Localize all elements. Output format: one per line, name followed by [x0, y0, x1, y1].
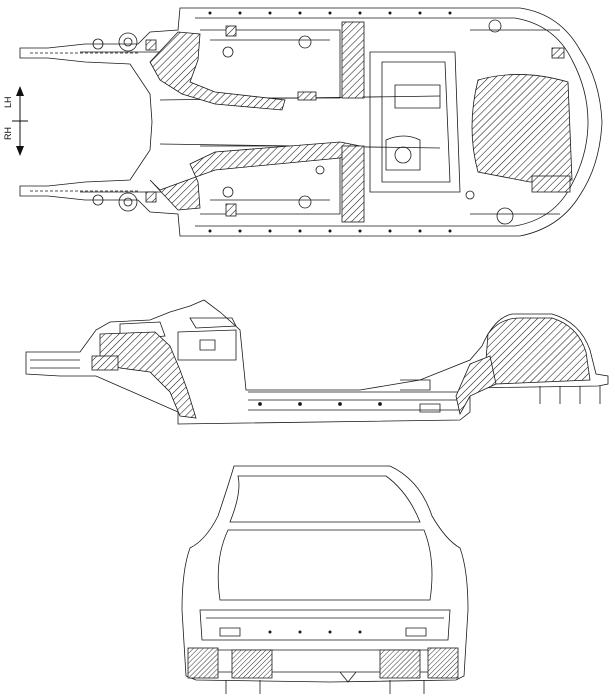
- direction-indicator: LH RH: [3, 86, 28, 156]
- rear-bolt-holes: [268, 630, 362, 634]
- side-view: [25, 299, 609, 425]
- rh-label: RH: [3, 127, 13, 140]
- lh-label: LH: [3, 96, 13, 108]
- rear-hatched-areas: [187, 647, 459, 679]
- arrow-up-icon: [16, 86, 24, 96]
- underbody-bolt-holes: [208, 11, 452, 233]
- underbody-hatched-areas: [145, 21, 573, 223]
- rear-view: [181, 465, 469, 694]
- rear-outline: [181, 465, 469, 683]
- side-hatched-areas: [91, 317, 591, 419]
- arrow-down-icon: [16, 146, 24, 156]
- underbody-view: [19, 7, 603, 237]
- underbody-outline: [19, 7, 603, 237]
